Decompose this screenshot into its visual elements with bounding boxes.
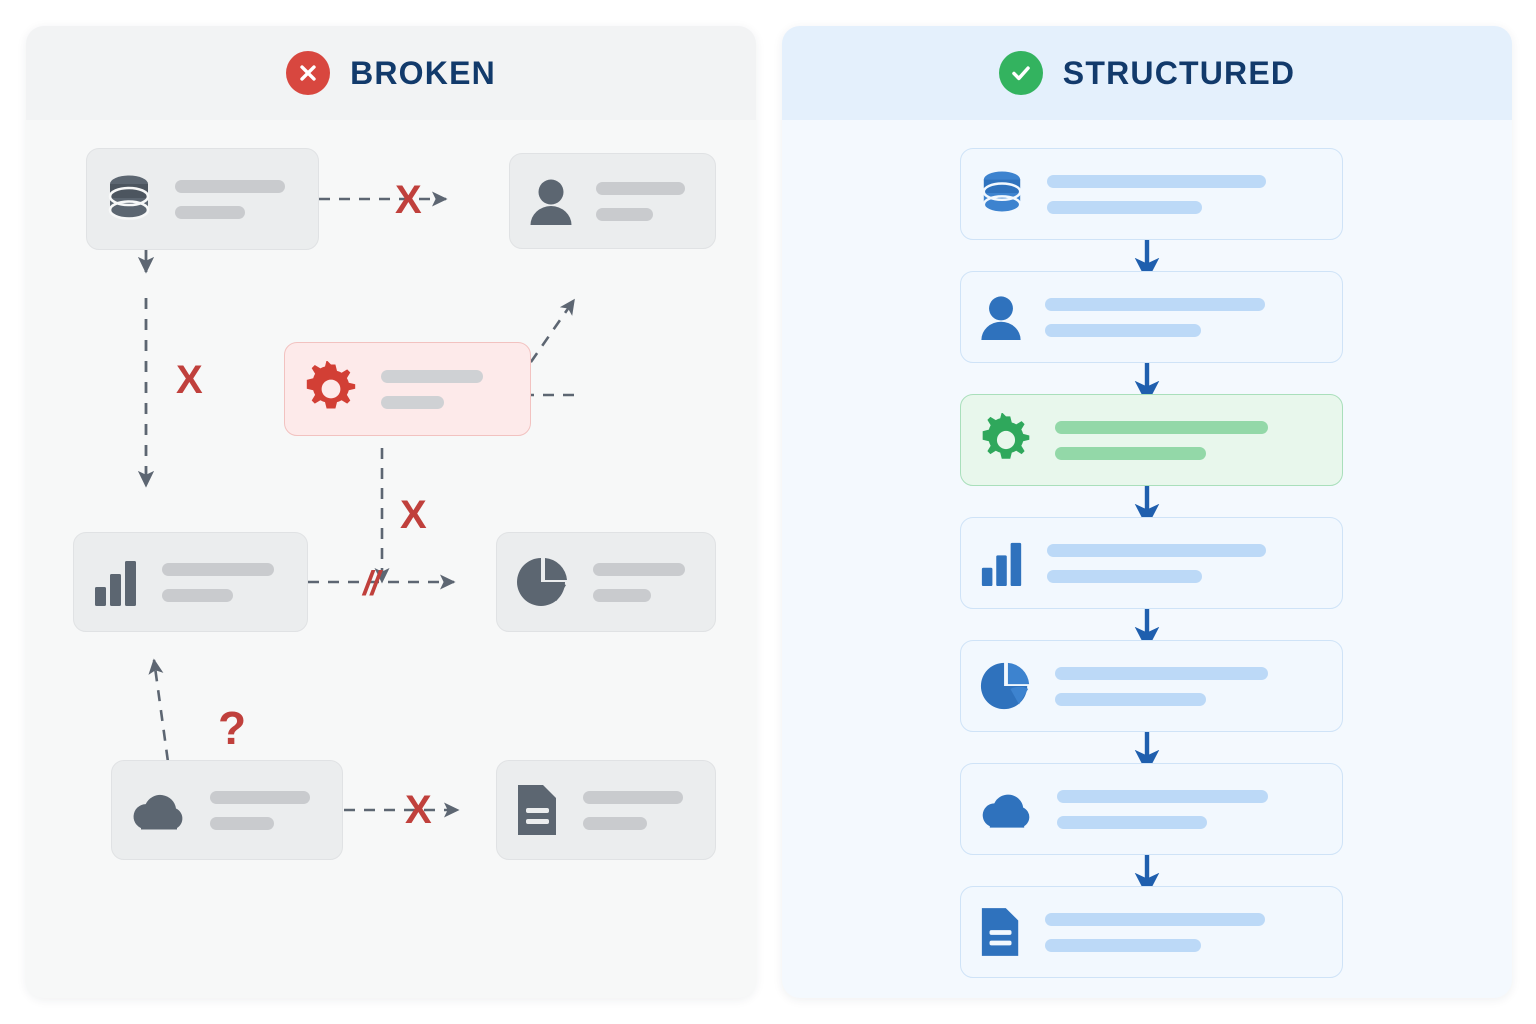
placeholder-bar-short xyxy=(210,816,274,830)
placeholder-bar-long xyxy=(381,369,484,383)
placeholder-bar-short xyxy=(1055,692,1206,706)
placeholder-bar-short xyxy=(175,205,245,219)
broken-node-settings[interactable] xyxy=(284,342,531,436)
structured-node-barchart-lines xyxy=(1047,543,1324,583)
structured-node-document-lines xyxy=(1045,912,1324,952)
placeholder-bar-long xyxy=(593,562,685,576)
structured-node-cloud[interactable] xyxy=(960,763,1343,855)
circle-check-icon xyxy=(998,51,1043,95)
panel-structured-body xyxy=(782,120,1512,998)
connector-marker-question-cloud-barchart: ? xyxy=(218,702,247,754)
placeholder-bar-long xyxy=(1055,420,1268,434)
placeholder-bar-short xyxy=(583,816,647,830)
panel-broken-body: X X X // ? X xyxy=(26,120,756,998)
panel-structured: STRUCTURED xyxy=(782,26,1512,998)
panel-broken: BROKEN xyxy=(26,26,756,998)
placeholder-bar-short xyxy=(1045,323,1202,337)
connector-marker-x-database-user: X xyxy=(395,178,422,222)
bar-chart-icon xyxy=(92,557,140,607)
placeholder-bar-long xyxy=(1047,174,1266,188)
placeholder-bar-short xyxy=(1045,938,1202,952)
panel-structured-title: STRUCTURED xyxy=(1062,54,1296,91)
placeholder-bar-long xyxy=(1045,912,1266,926)
gear-icon xyxy=(979,413,1033,467)
broken-node-cloud-lines xyxy=(210,790,324,830)
broken-node-settings-lines xyxy=(381,369,512,409)
document-icon xyxy=(515,782,561,838)
user-icon xyxy=(528,177,574,225)
placeholder-bar-long xyxy=(210,790,311,804)
pie-chart-icon xyxy=(979,659,1033,713)
broken-node-user-lines xyxy=(596,181,697,221)
placeholder-bar-short xyxy=(596,207,653,221)
broken-node-cloud[interactable] xyxy=(111,760,343,860)
structured-node-database[interactable] xyxy=(960,148,1343,240)
database-icon xyxy=(105,173,153,225)
cloud-icon xyxy=(979,788,1035,830)
structured-node-piechart[interactable] xyxy=(960,640,1343,732)
structured-node-cloud-lines xyxy=(1057,789,1324,829)
placeholder-bar-long xyxy=(1045,297,1266,311)
placeholder-bar-long xyxy=(583,790,684,804)
broken-node-database-lines xyxy=(175,179,300,219)
placeholder-bar-short xyxy=(1047,200,1203,214)
placeholder-bar-short xyxy=(162,588,234,602)
connector-marker-x-database-barchart: X xyxy=(176,358,203,402)
placeholder-bar-short xyxy=(1055,446,1206,460)
placeholder-bar-short xyxy=(1057,815,1207,829)
placeholder-bar-short xyxy=(1047,569,1203,583)
placeholder-bar-long xyxy=(162,562,274,576)
document-icon xyxy=(979,905,1023,959)
broken-node-piechart-lines xyxy=(593,562,697,602)
pie-chart-icon xyxy=(515,554,571,610)
structured-node-database-lines xyxy=(1047,174,1324,214)
cloud-icon xyxy=(130,788,188,832)
bar-chart-icon xyxy=(979,539,1025,587)
broken-node-document-lines xyxy=(583,790,697,830)
panel-broken-title: BROKEN xyxy=(350,54,496,91)
structured-node-document[interactable] xyxy=(960,886,1343,978)
placeholder-bar-long xyxy=(175,179,285,193)
structured-node-barchart[interactable] xyxy=(960,517,1343,609)
placeholder-bar-short xyxy=(593,588,652,602)
placeholder-bar-long xyxy=(596,181,685,195)
structured-node-settings-lines xyxy=(1055,420,1324,460)
structured-node-user-lines xyxy=(1045,297,1324,337)
broken-node-barchart-lines xyxy=(162,562,289,602)
structured-node-user[interactable] xyxy=(960,271,1343,363)
connector-marker-break-barchart-piechart: // xyxy=(363,565,380,603)
broken-node-document[interactable] xyxy=(496,760,716,860)
connector-marker-x-cloud-document: X xyxy=(405,788,432,832)
placeholder-bar-long xyxy=(1047,543,1266,557)
connector-marker-x-settings-piechart: X xyxy=(400,493,427,537)
database-icon xyxy=(979,169,1025,219)
user-icon xyxy=(979,294,1023,340)
structured-node-settings[interactable] xyxy=(960,394,1343,486)
placeholder-bar-long xyxy=(1055,666,1268,680)
gear-icon xyxy=(303,361,359,417)
broken-node-piechart[interactable] xyxy=(496,532,716,632)
circle-x-icon xyxy=(286,51,331,95)
panel-broken-header: BROKEN xyxy=(26,26,756,120)
panel-structured-header: STRUCTURED xyxy=(782,26,1512,120)
placeholder-bar-short xyxy=(381,395,444,409)
structured-node-piechart-lines xyxy=(1055,666,1324,706)
broken-node-user[interactable] xyxy=(509,153,716,249)
broken-node-database[interactable] xyxy=(86,148,319,250)
placeholder-bar-long xyxy=(1057,789,1268,803)
broken-node-barchart[interactable] xyxy=(73,532,308,632)
